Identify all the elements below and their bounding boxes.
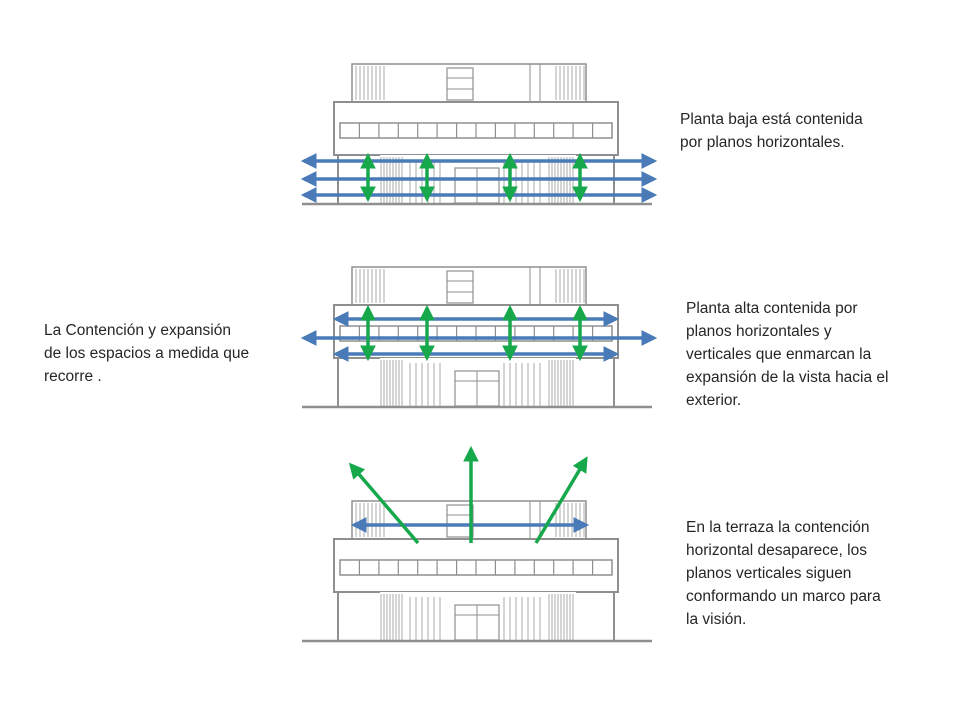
ground-glazing-mid: [409, 363, 441, 406]
roof-volume-texture: [555, 269, 585, 303]
vertical-arrows: [360, 152, 588, 203]
roof-volume: [351, 63, 587, 103]
roof-volume-texture: [355, 66, 385, 100]
ribbon-window-mullions: [358, 123, 594, 138]
ribbon-window-mullions: [358, 560, 594, 575]
elevation-terrace: [302, 445, 652, 643]
ground-glazing-mid: [503, 363, 541, 406]
note-line: la visión.: [686, 611, 747, 628]
roof-volume-texture: [555, 66, 585, 100]
roof-volume-texture: [355, 269, 385, 303]
roof-window-mullions: [447, 77, 473, 90]
roof-window: [446, 270, 474, 304]
note-line: Planta baja está contenida: [680, 111, 863, 128]
vertical-arrow: [348, 462, 420, 545]
ground-glazing: [380, 592, 576, 640]
entrance-door-frame: [455, 605, 499, 640]
note-line: de los espacios a medida que: [44, 345, 250, 362]
note-containment-expansion: La Contención y expansión de los espacio…: [44, 319, 274, 388]
note-ground-floor: Planta baja está contenida por planos ho…: [680, 108, 920, 154]
vertical-arrows: [360, 304, 588, 362]
note-line: planos horizontales y: [686, 323, 832, 340]
pilotis: [337, 358, 615, 406]
note-line: En la terraza la contención: [686, 519, 870, 536]
ground-glazing-left: [380, 594, 403, 640]
pilotis: [337, 592, 615, 640]
note-line: planos verticales siguen: [686, 565, 852, 582]
note-line: exterior.: [686, 392, 742, 409]
ground-glazing-right: [548, 594, 574, 640]
building-elevation: [302, 500, 652, 643]
vertical-arrow: [534, 456, 588, 544]
elevation-upper-floor: [300, 266, 658, 409]
note-upper-floor: Planta alta contenida por planos horizon…: [686, 297, 918, 412]
ground-glazing: [380, 358, 576, 406]
ground-glazing-mid: [503, 597, 541, 640]
note-line: Planta alta contenida por: [686, 300, 858, 317]
roof-volume: [351, 266, 587, 306]
note-line: recorre .: [44, 368, 102, 385]
note-line: La Contención y expansión: [44, 322, 231, 339]
note-line: por planos horizontales.: [680, 134, 845, 151]
building-elevation: [302, 63, 652, 206]
roof-pilaster: [529, 267, 541, 305]
note-terrace: En la terraza la contención horizontal d…: [686, 516, 918, 631]
ground-glazing-mid: [409, 597, 441, 640]
roof-window: [446, 67, 474, 101]
roof-pilaster: [529, 64, 541, 102]
note-line: conformando un marco para: [686, 588, 881, 605]
note-line: verticales que enmarcan la: [686, 346, 872, 363]
note-line: expansión de la vista hacia el: [686, 369, 889, 386]
roof-window-mullions: [447, 280, 473, 293]
ground-glazing-left: [380, 360, 403, 406]
ground-glazing-right: [548, 360, 574, 406]
entrance-door-frame: [455, 371, 499, 406]
elevation-ground-floor: [300, 63, 658, 206]
vertical-arrows: [348, 445, 588, 545]
note-line: horizontal desaparece, los: [686, 542, 867, 559]
